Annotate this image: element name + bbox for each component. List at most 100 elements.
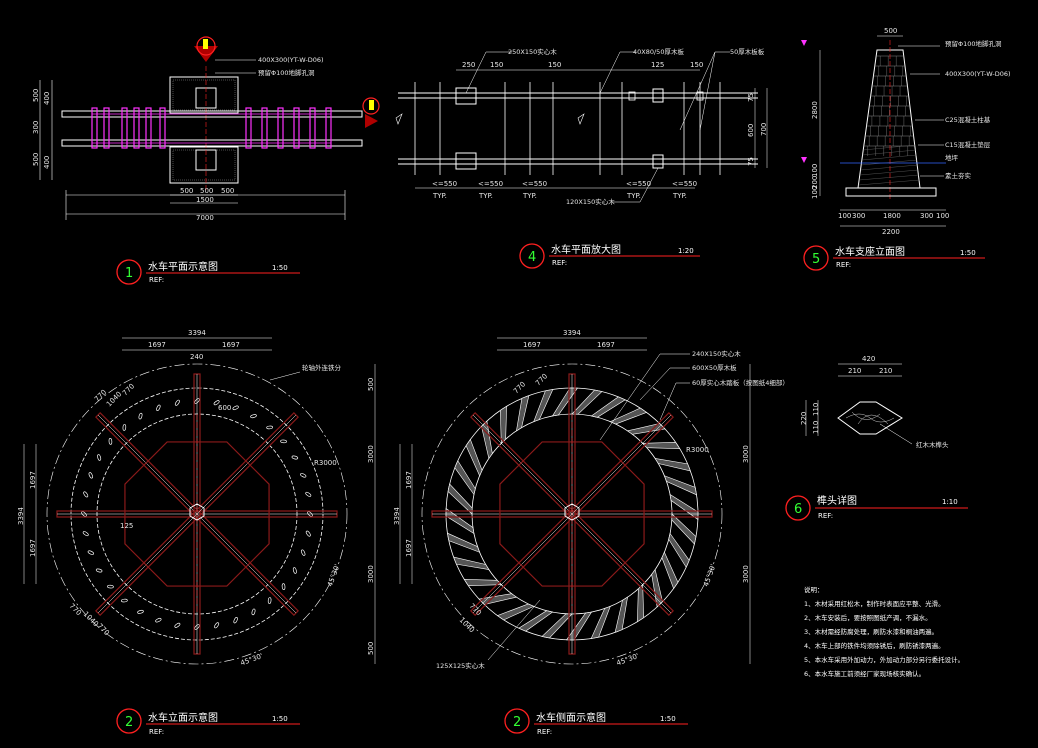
dim4-150: 150 [490,61,503,69]
paddle [245,107,252,149]
dim4-150c: 150 [690,61,703,69]
title-1: 水车平面示意图 [148,260,218,273]
dimB-1697a: 1697 [523,341,541,349]
bucket-mark [305,491,312,497]
typ-2: <=550 [478,180,503,188]
drawing-2-wheel-elevation: 3394 1697 1697 240 3394 1697 1697 500 30… [17,329,376,667]
title-2a: 水车立面示意图 [148,711,218,724]
dimA-r500b: 500 [367,642,375,655]
blade [463,579,502,587]
hatch [860,164,918,171]
hatch [858,179,920,186]
title-num-5: 5 [812,252,820,267]
typ-3: <=550 [522,180,547,188]
spokes [431,373,713,655]
dim5-200: 200 [811,176,819,189]
blade [551,387,579,417]
paddle [309,107,316,149]
dim6-210b: 210 [879,367,892,375]
bucket-mark [301,549,306,556]
dim4-r75b: 75 [747,157,755,166]
callout5-b: 400X300(YT-W-D06) [945,70,1011,78]
title-num-1: 1 [125,266,133,281]
dim5-2200: 2200 [882,228,900,236]
blade [668,532,690,568]
bucket-mark [121,598,128,603]
bucket-mark [266,425,273,430]
paddle [325,107,332,149]
callout6: 红木木榫头 [916,440,949,449]
post-block [696,91,704,101]
dimA-l1697b: 1697 [29,539,37,557]
ref-2b: REF: [537,728,552,736]
blade [614,596,628,633]
blade [609,407,648,425]
dimB-l1697a: 1697 [405,471,413,489]
section-marker-right [362,97,380,128]
blade [518,610,554,632]
note-3: 3、木材需经防腐处理，刷防水漆和桐油两遍。 [804,627,938,636]
paddle [103,107,110,149]
spoke [431,510,713,518]
scale-1: 1:50 [272,264,288,272]
dim5-b1800: 1800 [883,212,901,220]
callout-column: 400X300(YT-W-D06) [258,56,324,64]
blade [465,438,483,477]
dim6-420: 420 [862,355,875,363]
calloutB-d: 125X125实心木 [436,661,485,670]
hatch [863,144,916,151]
arcA2: 45°30' [239,652,264,667]
spoke [193,373,201,655]
hatch [862,149,916,156]
drawing-5-support-elevation: 2800 100 200 100 100 300 1800 300 100 22… [801,27,1011,236]
dimA-1697a: 1697 [148,341,166,349]
notes-block: 说明： 1、木材采用红松木，制作时表面应平整、光滑。 2、木车安装后，要按照图纸… [804,585,964,678]
callout4-a: 250X150实心木 [508,47,557,56]
title-block-6: 6 榫头详图 1:10 REF: [785,494,968,521]
dim4-125: 125 [651,61,664,69]
blade [637,584,645,623]
spoke [470,412,674,616]
callout5-a: 预留Φ100地脚孔洞 [945,39,1002,48]
dim-left-400: 400 [43,92,51,105]
dim5-100b: 100 [811,186,819,199]
calloutA: 轮轴外连铁分 [302,363,342,372]
arcA: 45°30' [326,563,341,588]
paddle [277,107,284,149]
bucket-mark [281,583,286,590]
calloutB-c: 60厚实心木踏板（按图纸4细部） [692,378,789,387]
bucket-mark [291,455,299,460]
drawing-6-tenon-detail: 420 210 210 220 110 110 红木木榫头 [800,355,949,449]
dim6-110a: 110 [812,403,820,416]
scale-5: 1:50 [960,249,976,257]
bucket-mark [305,530,311,537]
bucket-mark [156,404,161,411]
brick-pattern [858,55,920,186]
hatch [861,154,917,161]
bucket-mark [138,412,143,420]
paddle [159,107,166,149]
spoke [470,412,674,616]
dimB-r3000b: 3000 [742,565,750,583]
hatch [859,169,919,176]
calloutB-a: 240X150实心木 [692,349,741,358]
title-block-2a: 2 水车立面示意图 1:50 REF: [116,708,300,736]
paddle [121,107,128,149]
dim6-110b: 110 [812,421,820,434]
callout5-c: C25混凝土柱基 [945,115,991,124]
bucket-mark [81,511,87,517]
dimA-r500: 500 [367,378,375,391]
smallA-125: 125 [120,522,133,530]
dim4-r75: 75 [747,93,755,102]
dimA-diag770b: 770 [121,382,136,397]
dim-500a: 500 [180,187,193,195]
calloutB-b: 600X50厚木板 [692,363,737,372]
callout4-c: 50厚木板板 [730,47,765,56]
bucket-mark [107,584,114,589]
dim5-100: 100 [811,164,819,177]
blade [541,613,573,639]
blade [663,475,697,496]
typ-4: <=550 [626,180,651,188]
spoke [95,412,299,616]
dim-500c: 500 [221,187,234,195]
